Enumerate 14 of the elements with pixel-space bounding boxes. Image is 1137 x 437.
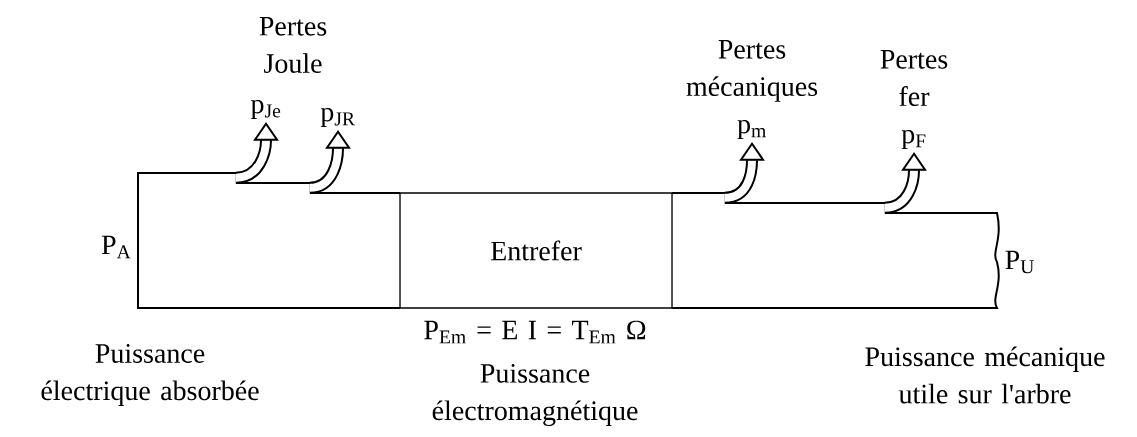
power-band	[137, 172, 401, 309]
loss-label: Pertes fer p$_{F}$	[880, 50, 948, 150]
power-band	[671, 192, 1000, 309]
caption-text: Puissance électrique absorbée	[41, 344, 259, 406]
caption-text: Pertes Joule	[259, 17, 327, 73]
entrefer-box: Entrefer	[399, 192, 673, 309]
caption-text: P$_{Em}$ = E I = T$_{Em}$ Ω	[424, 320, 646, 344]
loss-label: p$_{Je}$	[250, 99, 281, 120]
loss-label: Pertes mécaniques p$_{m}$	[686, 40, 818, 140]
power-symbol: P$_{U}$	[1005, 250, 1034, 274]
caption-text: Puissance électromagnétique	[432, 364, 638, 426]
power-symbol: P$_{A}$	[101, 235, 131, 259]
loss-label: p$_{JR}$	[320, 107, 355, 128]
caption-text: Puissance mécanique utile sur l'arbre	[865, 346, 1105, 404]
